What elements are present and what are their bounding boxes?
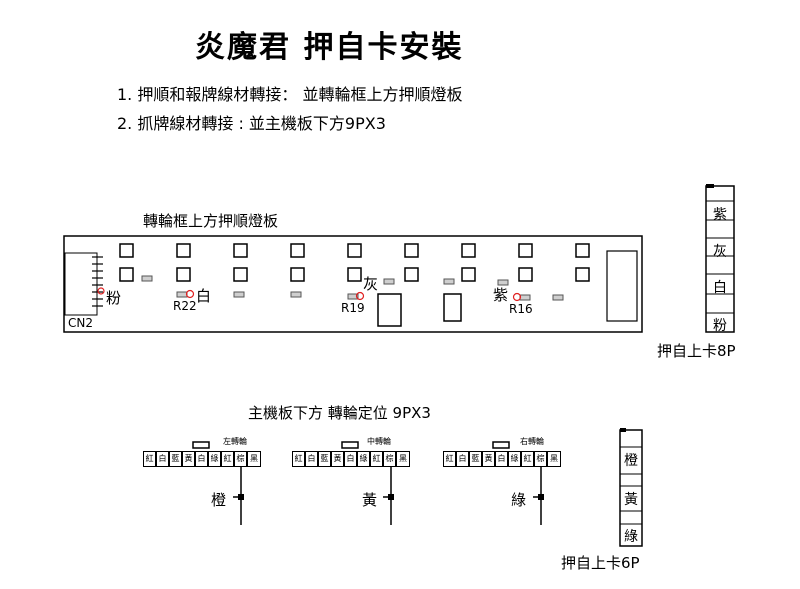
purple-wire-label: 紫 [493, 286, 509, 304]
side-6p-dividers [620, 446, 642, 525]
pin-cell: 紅 [143, 451, 156, 467]
resistor-row-1 [141, 275, 509, 286]
side-8p-cell: 粉 [713, 318, 727, 334]
pin-cell: 白 [305, 451, 318, 467]
side-6p-cell: 橙 [624, 453, 638, 469]
side-8p-dividers [706, 200, 734, 314]
side-8p-outline [705, 185, 735, 333]
resistor-row-2 [176, 291, 564, 301]
left-connector-pins [92, 256, 103, 307]
pin-cell: 綠 [357, 451, 370, 467]
top-board-label: 轉輪框上方押順燈板 [143, 212, 279, 230]
pink-wire-label: 粉 [106, 289, 122, 307]
top-board-outline [63, 235, 643, 333]
pin-cell: 紅 [443, 451, 456, 467]
resistor-label-r19: R19 [341, 301, 365, 315]
side-6p-cell: 綠 [624, 529, 638, 545]
pin-cell: 藍 [169, 451, 182, 467]
led-row-1 [119, 243, 590, 258]
resistor-markers [185, 289, 522, 302]
pin-strip-left: 紅 白 藍 黃 白 綠 紅 棕 黑 [143, 451, 261, 467]
pin-cell: 白 [195, 451, 208, 467]
pin-cell: 藍 [469, 451, 482, 467]
led-row-2 [119, 267, 590, 282]
pin-cell: 白 [156, 451, 169, 467]
pin-cell: 綠 [208, 451, 221, 467]
side-6p-cell: 黃 [624, 492, 638, 508]
bottom-section-label: 主機板下方 轉輪定位 9PX3 [248, 404, 431, 422]
page-title: 炎魔君 押自卡安裝 [195, 30, 464, 65]
white-wire-label: 白 [196, 287, 212, 305]
pin-cell: 紅 [370, 451, 383, 467]
resistor-label-r16: R16 [509, 302, 533, 316]
connector-tag: 右轉輪 [520, 437, 544, 446]
wire-label-green: 綠 [511, 491, 527, 509]
pin-cell: 黃 [331, 451, 344, 467]
pin-cell: 黑 [547, 451, 561, 467]
pin-cell: 棕 [234, 451, 247, 467]
connector-tag: 中轉輪 [367, 437, 391, 446]
chip-1 [377, 293, 402, 327]
pin-cell: 棕 [534, 451, 547, 467]
pin-cell: 藍 [318, 451, 331, 467]
bottom-connector-dots [238, 494, 544, 500]
pin-cell: 紅 [521, 451, 534, 467]
side-8p-tab [706, 184, 714, 188]
pin-cell: 黑 [247, 451, 261, 467]
wire-label-yellow: 黃 [362, 491, 378, 509]
bottom-connector-tabs [192, 441, 510, 449]
pin-cell: 白 [344, 451, 357, 467]
note-1: 1. 押順和報牌線材轉接： 並轉輪框上方押順燈板 [117, 85, 463, 104]
side-8p-cell: 紫 [713, 207, 727, 223]
pin-cell: 棕 [383, 451, 396, 467]
pin-cell: 紅 [292, 451, 305, 467]
bottom-connector-lines [233, 467, 542, 525]
side-8p-connector: 紫 灰 白 粉 [706, 186, 734, 334]
resistor-label-r22: R22 [173, 299, 197, 313]
gray-wire-label: 灰 [363, 275, 379, 293]
pin-cell: 黃 [182, 451, 195, 467]
note-2: 2. 抓牌線材轉接 : 並主機板下方9PX3 [117, 114, 386, 133]
pin-cell: 黑 [396, 451, 410, 467]
connector-tag: 左轉輪 [223, 437, 247, 446]
pink-marker [97, 287, 105, 295]
chip-2 [443, 293, 462, 322]
side-8p-cell: 灰 [713, 244, 727, 260]
side-6p-outline [619, 429, 643, 547]
wire-label-orange: 橙 [211, 491, 227, 509]
side-6p-connector: 橙 黃 綠 [620, 430, 642, 546]
pin-cell: 白 [456, 451, 469, 467]
pin-cell: 綠 [508, 451, 521, 467]
pin-strip-right: 紅 白 藍 黃 白 綠 紅 棕 黑 [443, 451, 561, 467]
pin-cell: 紅 [221, 451, 234, 467]
left-connector [64, 252, 98, 316]
right-connector [606, 250, 638, 322]
pin-strip-middle: 紅 白 藍 黃 白 綠 紅 棕 黑 [292, 451, 410, 467]
side-8p-label: 押自上卡8P [657, 342, 736, 360]
cn2-label: CN2 [68, 316, 93, 330]
pin-cell: 白 [495, 451, 508, 467]
side-6p-label: 押自上卡6P [561, 554, 640, 572]
side-6p-tab [620, 428, 626, 432]
side-8p-cell: 白 [713, 280, 727, 296]
pin-cell: 黃 [482, 451, 495, 467]
